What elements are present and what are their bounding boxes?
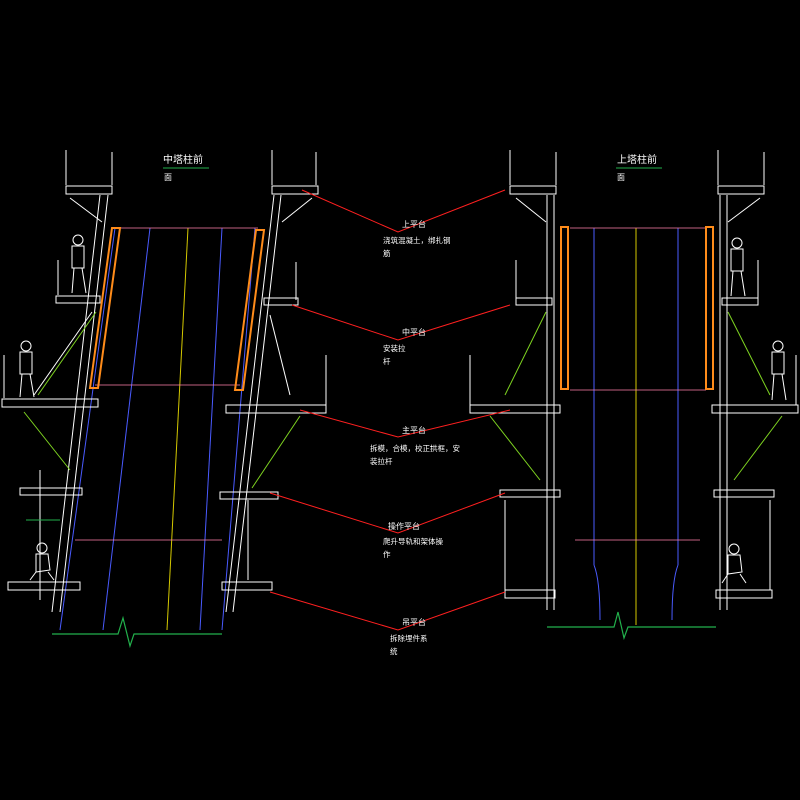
platform-middle-desc-line1: 安装拉 [383, 343, 406, 353]
leader-upper-platform [301, 189, 506, 233]
leader-main-platform [299, 409, 511, 438]
platform-middle-name: 中平台 [402, 327, 426, 337]
platform-operation-name: 操作平台 [388, 521, 420, 531]
right-worker-standing-main [771, 340, 787, 401]
leader-operation-platform [269, 492, 506, 534]
platform-upper-desc-line2: 筋 [383, 248, 391, 258]
platform-main-desc-line1: 拆模，合模，校正拱框，安 [370, 443, 460, 453]
right-worker-standing-upper [730, 237, 746, 297]
platform-upper-desc-line1: 浇筑混凝土，绑扎钢 [383, 235, 451, 245]
left-inner-climbing-frame [219, 150, 327, 613]
right-worker-crouching [721, 543, 747, 584]
left-view-subtitle: 面 [164, 173, 172, 182]
right-ground-line [547, 611, 716, 641]
left-formwork-panel-b [233, 229, 266, 391]
platform-main-name: 主平台 [402, 425, 426, 435]
left-ground-line [52, 615, 222, 649]
platform-operation-desc-line2: 作 [383, 549, 391, 559]
left-formwork-panel-a [88, 227, 122, 389]
left-outer-climbing-frame [1, 150, 113, 613]
right-outer-climbing-frame-left [469, 150, 561, 610]
platform-leader-lines [269, 189, 511, 631]
left-worker-standing-upper [71, 234, 87, 294]
platform-upper-name: 上平台 [402, 219, 426, 229]
platform-label-main: 主平台 拆模，合模，校正拱框，安 装拉杆 [370, 425, 460, 466]
platform-hanging-name: 吊平台 [402, 617, 426, 627]
platform-main-desc-line2: 装拉杆 [370, 456, 393, 466]
platform-operation-desc-line1: 爬升导轨和架体操 [383, 536, 443, 546]
right-formwork-panel-b [705, 226, 714, 390]
platform-hanging-desc-line1: 拆除埋件系 [390, 633, 428, 643]
right-tower-column [570, 227, 706, 625]
left-view-title: 中塔柱前 [163, 153, 203, 166]
right-outer-climbing-frame-right [711, 150, 799, 610]
platform-middle-desc-line2: 杆 [383, 356, 391, 366]
right-view-subtitle: 面 [617, 173, 625, 182]
platform-label-middle: 中平台 安装拉 杆 [383, 327, 426, 366]
left-elevation-view: 中塔柱前 面 [1, 150, 327, 649]
right-elevation-view: 上塔柱前 面 [469, 150, 799, 641]
platform-label-operation: 操作平台 爬升导轨和架体操 作 [383, 521, 443, 559]
right-formwork-panel-a [560, 226, 569, 390]
platform-labels: 上平台 浇筑混凝土，绑扎钢 筋 中平台 安装拉 杆 主平台 拆模，合模，校正拱框… [370, 219, 460, 656]
left-worker-crouching [29, 542, 55, 581]
right-view-title: 上塔柱前 [617, 153, 657, 166]
platform-hanging-desc-line2: 统 [390, 646, 398, 656]
left-tower-column [59, 227, 258, 631]
left-worker-standing-main [19, 340, 35, 398]
platform-label-hanging: 吊平台 拆除埋件系 统 [390, 617, 428, 656]
leader-hanging-platform [269, 591, 506, 631]
platform-label-upper: 上平台 浇筑混凝土，绑扎钢 筋 [383, 219, 451, 258]
leader-middle-platform [291, 304, 511, 341]
